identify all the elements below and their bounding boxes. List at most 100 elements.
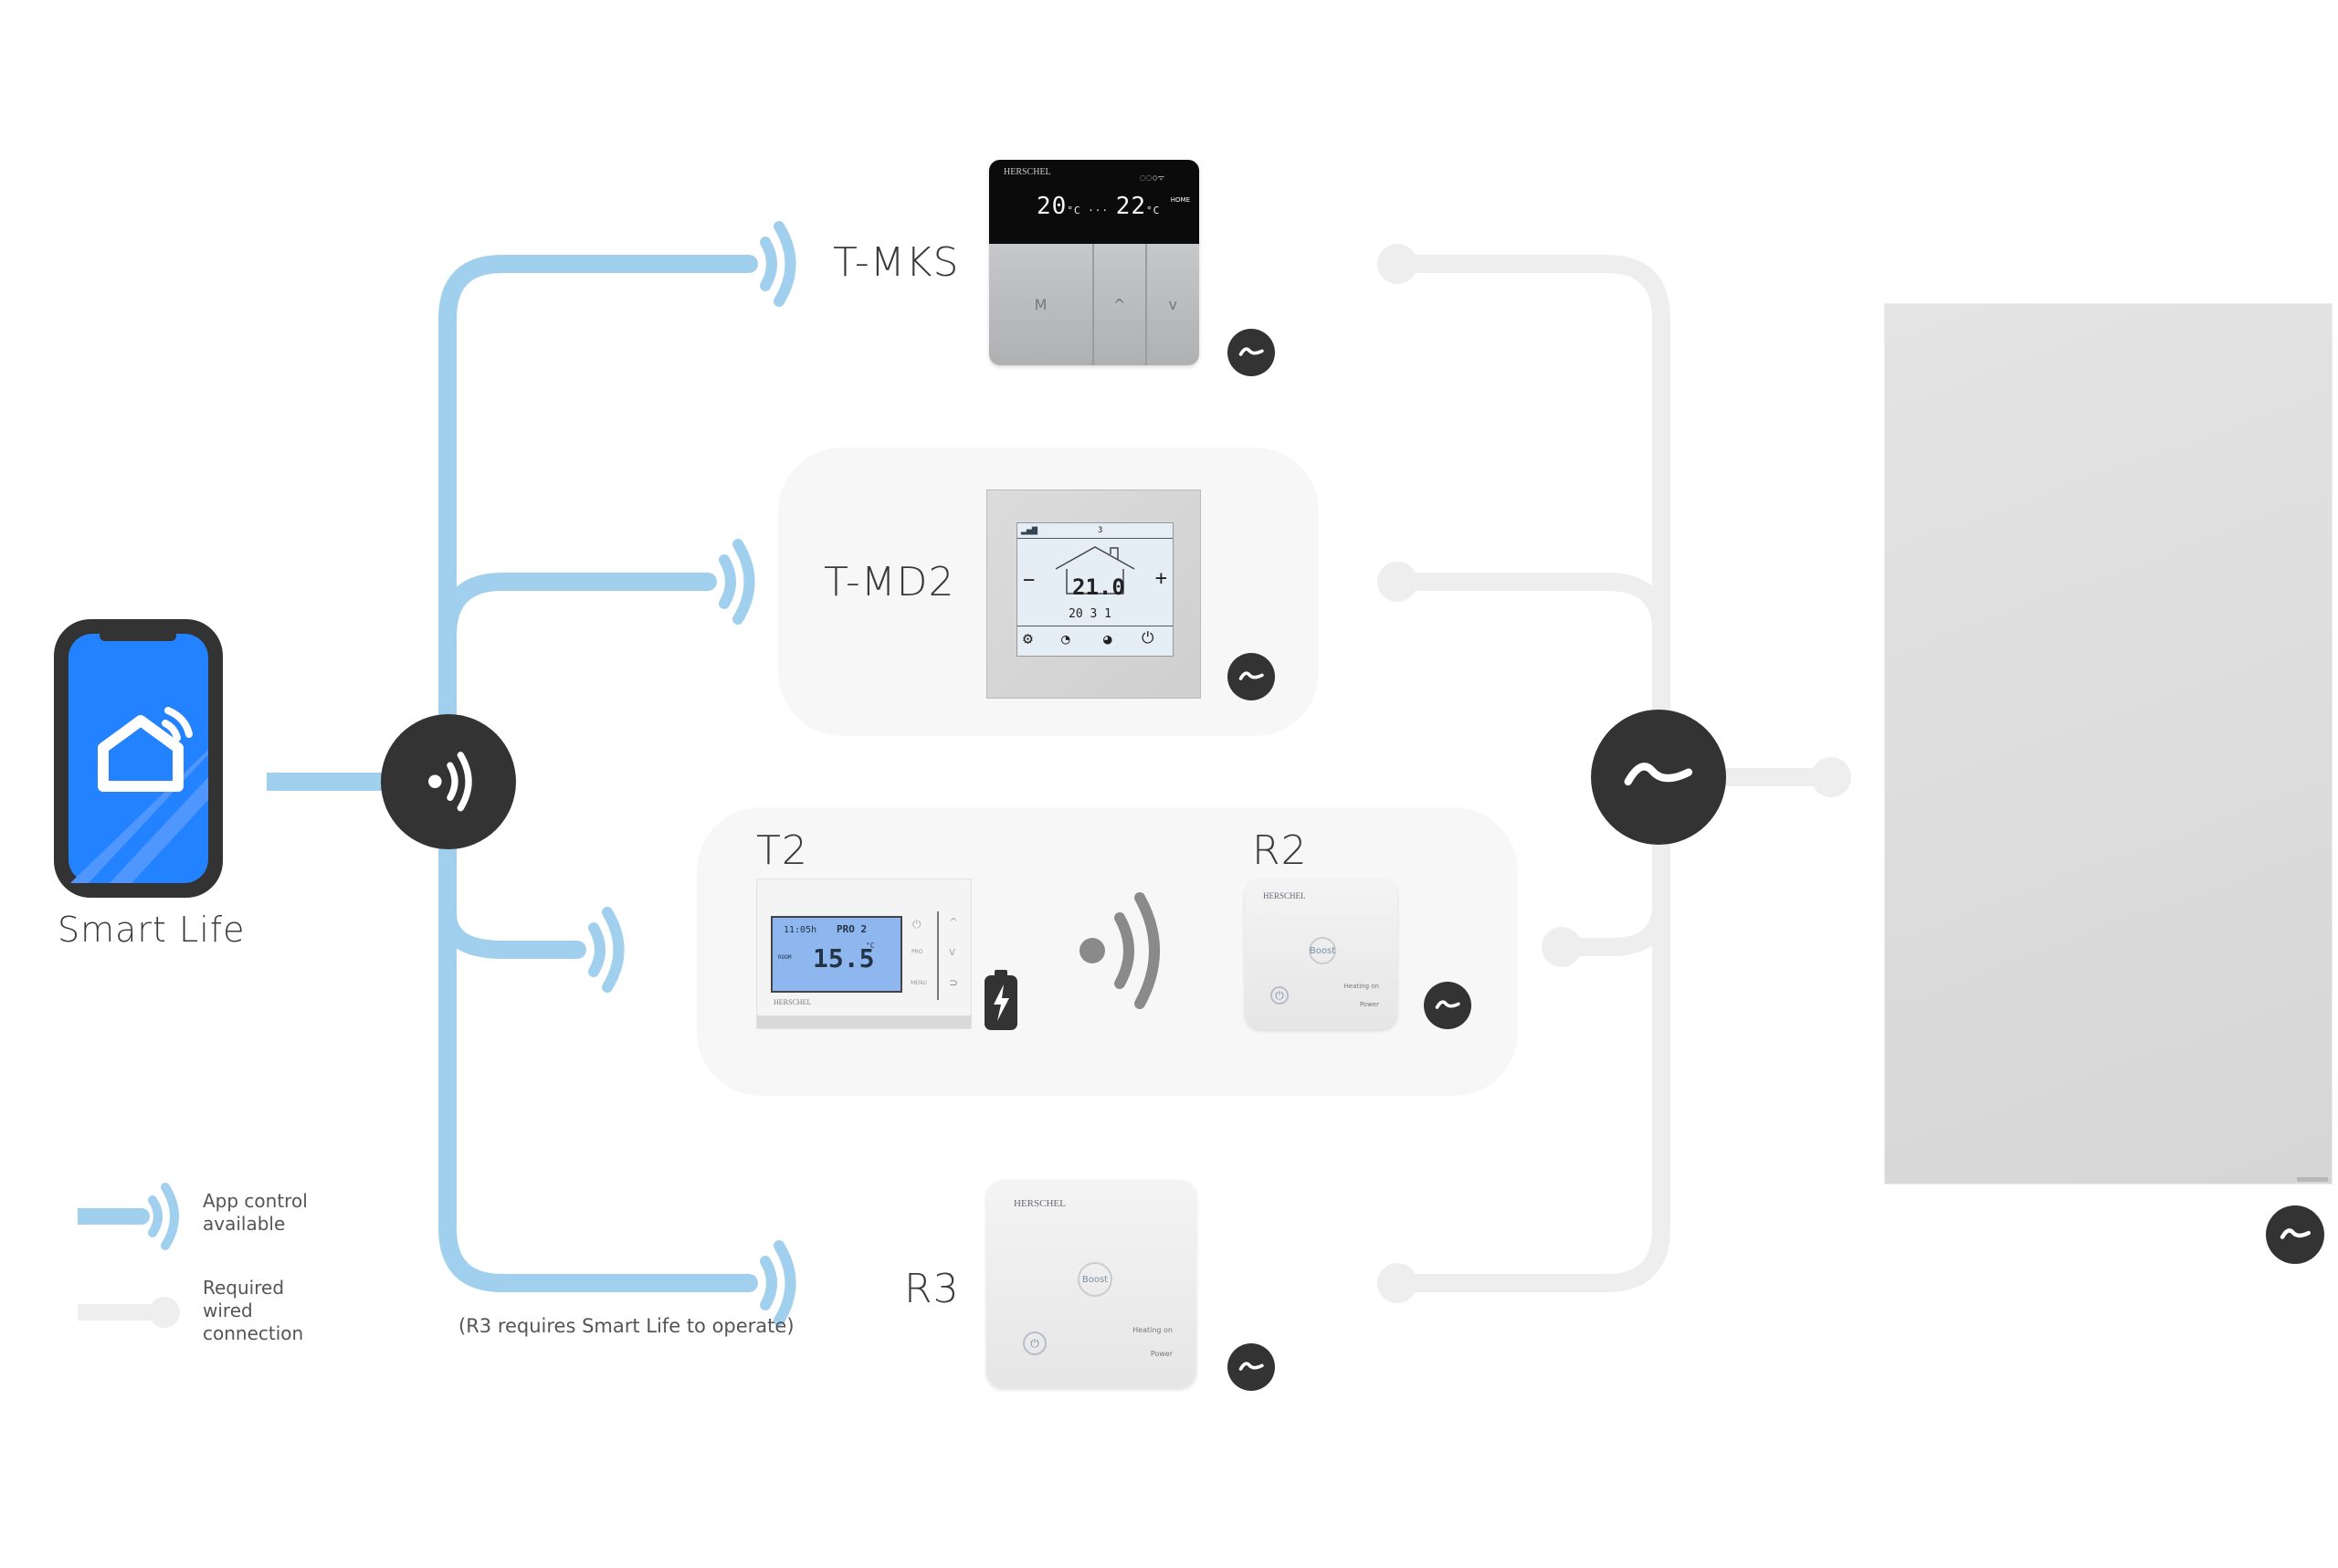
device-label-t2: T2 xyxy=(756,827,808,874)
smart-life-label: Smart Life xyxy=(58,910,246,950)
t2-down-key[interactable]: v xyxy=(949,945,956,958)
house-icon xyxy=(1055,546,1135,595)
up-button[interactable]: ^ xyxy=(1094,244,1147,365)
t2-unit: °C xyxy=(866,942,875,950)
wireless-line-icon xyxy=(78,1183,179,1250)
t2-screen: 11:05h PRO 2 ROOM 15.5 °C xyxy=(771,916,902,993)
signal-icon: ▂▄▆ xyxy=(1021,525,1038,535)
wireless-links xyxy=(267,255,758,1292)
room-number: 3 xyxy=(1098,526,1103,535)
t2-thermostat[interactable]: 11:05h PRO 2 ROOM 15.5 °C HERSCHEL ⏻ PRO… xyxy=(756,879,972,1029)
wire-r2-power xyxy=(1562,903,1670,956)
wire-endpoints xyxy=(1377,244,1851,1303)
ac-power-badge-r2 xyxy=(1424,982,1471,1029)
ac-power-icon xyxy=(1435,1000,1460,1009)
r3-note: (R3 requires Smart Life to operate) xyxy=(458,1315,795,1337)
tmks-thermostat[interactable]: HERSCHEL ◌◌◇ᯤ 20°C ··· 22°C HOME M ^ v xyxy=(989,160,1199,365)
ac-power-badge-panel xyxy=(2266,1205,2324,1264)
tmd2-thermostat[interactable]: ▂▄▆ 3 − + 21.0 20 3 1 ⚙ ◔ ◕ ⏻ xyxy=(986,489,1201,699)
wire-tmd2-power xyxy=(1397,573,1670,631)
wire-endpoint xyxy=(1377,562,1417,602)
signal-wave-icon xyxy=(760,237,777,291)
power-button[interactable]: ⏻ xyxy=(1270,986,1289,1005)
heating-led-label: Heating on xyxy=(1343,983,1379,990)
ac-power-icon xyxy=(1238,1362,1264,1371)
signal-wave-icon xyxy=(774,1240,796,1326)
r2-receiver[interactable]: HERSCHEL Boost ⏻ Heating on Power xyxy=(1245,879,1397,1029)
t2-room-tag: ROOM xyxy=(778,954,792,961)
heating-led-label: Heating on xyxy=(1132,1326,1173,1334)
wire-endpoint xyxy=(1377,1263,1417,1303)
signal-wave-icon xyxy=(760,1256,777,1310)
plus-button[interactable]: + xyxy=(1154,567,1167,590)
gear-icon[interactable]: ⚙ xyxy=(1023,629,1033,648)
device-label-tmd2: T-MD2 xyxy=(824,559,955,605)
power-button-icon[interactable]: ⏻ xyxy=(1142,629,1154,647)
t2-pro-key[interactable]: PRO xyxy=(911,949,923,955)
wire-to-t2 xyxy=(438,904,586,959)
brand-logo: HERSCHEL xyxy=(1263,891,1306,900)
tmd2-clock: 20 3 1 xyxy=(1069,607,1111,621)
wire-to-tmd2 xyxy=(438,573,717,645)
wire-endpoint xyxy=(1377,244,1417,284)
brand-logo: HERSCHEL xyxy=(1014,1198,1066,1209)
ac-power-badge-r3 xyxy=(1227,1343,1275,1391)
smart-life-home-icon xyxy=(98,707,193,792)
minus-button[interactable]: − xyxy=(1023,569,1036,592)
tmd2-temperature: 21.0 xyxy=(1072,574,1125,600)
wireless-signal-icon xyxy=(428,752,472,812)
signal-wave-icon xyxy=(602,907,625,993)
phone-icon xyxy=(54,619,223,898)
power-hub xyxy=(1591,710,1726,845)
wire-hub-vertical xyxy=(438,255,758,1233)
tmks-screen: HERSCHEL ◌◌◇ᯤ 20°C ··· 22°C HOME xyxy=(989,160,1199,244)
tmd2-screen: ▂▄▆ 3 − + 21.0 20 3 1 ⚙ ◔ ◕ ⏻ xyxy=(1016,522,1174,657)
boost-button[interactable]: Boost xyxy=(1078,1262,1112,1297)
status-icons: ◌◌◇ᯤ xyxy=(1139,174,1164,182)
mode-indicator: HOME xyxy=(1170,196,1190,204)
t2-power-key[interactable]: ⏻ xyxy=(912,918,922,931)
device-label-r2: R2 xyxy=(1252,827,1308,874)
mode-button[interactable]: M xyxy=(989,244,1094,365)
clock-icon[interactable]: ◔ xyxy=(1061,630,1070,647)
t2-temperature: 15.5 xyxy=(813,943,875,973)
down-button[interactable]: v xyxy=(1168,296,1177,313)
boost-button[interactable]: Boost xyxy=(1309,937,1336,964)
rf-signal-icon xyxy=(1079,892,1160,1009)
smart-life-phone[interactable] xyxy=(52,617,225,900)
t2-menu-key[interactable]: MENU xyxy=(911,980,927,986)
ac-power-badge-tmd2 xyxy=(1227,653,1275,700)
device-label-tmks: T-MKS xyxy=(833,239,960,286)
ac-power-icon xyxy=(1624,763,1693,786)
ac-power-icon xyxy=(1238,347,1264,356)
t2-time: 11:05h xyxy=(784,925,817,935)
ac-power-icon xyxy=(2280,1227,2311,1239)
signal-wave-icon xyxy=(774,221,796,307)
wire-endpoint xyxy=(1811,757,1851,797)
tmks-temperature-readout: 20°C ··· 22°C xyxy=(1037,193,1161,220)
t2-back-key[interactable]: ⊃ xyxy=(949,976,959,989)
ac-power-badge-tmks xyxy=(1227,329,1275,376)
signal-wave-icon xyxy=(732,539,755,625)
signal-wave-icon xyxy=(719,554,736,609)
brand-logo: HERSCHEL xyxy=(1004,167,1051,177)
device-label-r3: R3 xyxy=(904,1266,960,1312)
brand-logo: HERSCHEL xyxy=(774,998,812,1006)
wire-to-r3 xyxy=(438,1178,758,1292)
signal-wave-icon xyxy=(588,922,606,977)
wired-line-icon xyxy=(78,1297,180,1328)
t2-program: PRO 2 xyxy=(837,923,868,935)
signal-waves xyxy=(588,221,796,1326)
ac-power-icon xyxy=(1238,671,1264,680)
power-led-label: Power xyxy=(1150,1350,1173,1358)
t2-up-key[interactable]: ^ xyxy=(949,916,959,929)
battery-icon xyxy=(985,970,1017,1030)
power-led-label: Power xyxy=(1359,1001,1379,1008)
power-button[interactable]: ⏻ xyxy=(1023,1331,1047,1355)
panel-nameplate xyxy=(2297,1177,2328,1182)
infrared-heater-panel xyxy=(1884,303,2333,1184)
alarm-icon[interactable]: ◕ xyxy=(1103,630,1112,647)
r3-receiver[interactable]: HERSCHEL Boost ⏻ Heating on Power xyxy=(986,1180,1196,1388)
